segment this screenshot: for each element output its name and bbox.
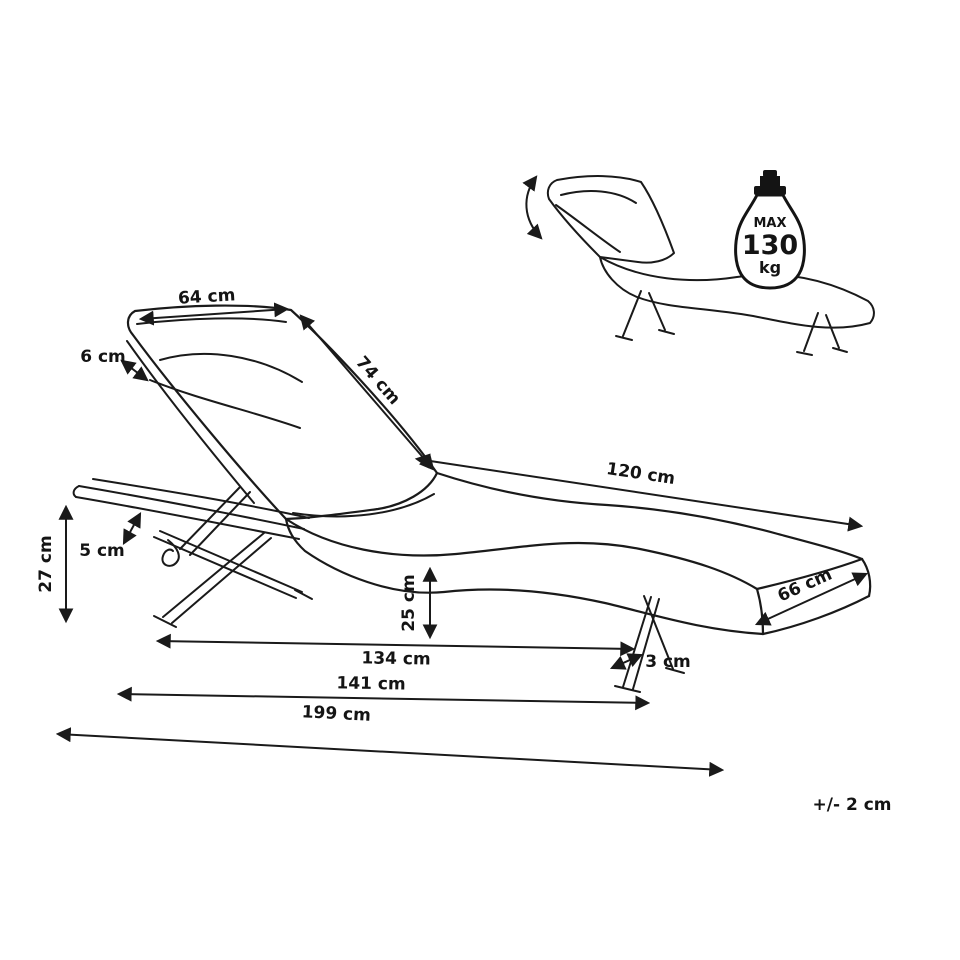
dim-arrow-foot-width (754, 572, 869, 626)
dim-label-inner-length: 134 cm (361, 648, 431, 669)
seat-near-edge (284, 517, 759, 591)
pillow-seam-upper (159, 352, 303, 383)
backrest-side-seam (126, 340, 255, 504)
dim-arrow-seat-length (414, 453, 864, 532)
dimension-annotations: 64 cm 6 cm 74 cm 120 cm 27 cm 5 cm 25 cm… (36, 285, 891, 815)
dim-label-mid-length: 141 cm (336, 673, 406, 694)
max-weight-label-max: MAX (753, 216, 786, 231)
inset-left-leg-a (622, 290, 642, 337)
backrest-support-strut-b (189, 491, 251, 556)
right-leg-back (643, 595, 674, 670)
dim-label-frame-height: 27 cm (36, 535, 56, 592)
backrest-thickness-seam (136, 317, 287, 325)
dim-label-seat-length: 120 cm (605, 459, 676, 489)
frame-rail-top (78, 485, 305, 530)
dim-label-leg-thickness: 3 cm (645, 652, 691, 672)
tolerance-note: +/- 2 cm (813, 795, 892, 815)
inset-backrest-outline (546, 175, 675, 264)
inset-right-leg-a (803, 312, 819, 352)
max-weight-label-unit: kg (759, 258, 781, 277)
weight-knob (763, 170, 777, 177)
right-leg-front-foot (614, 685, 641, 693)
frame-hook-curl (161, 539, 180, 567)
dim-label-backrest-width: 64 cm (177, 285, 235, 308)
max-weight-icon: MAX 130 kg (734, 170, 806, 290)
dim-label-foot-width: 66 cm (775, 564, 836, 606)
backrest-support-strut-a (179, 486, 241, 550)
dim-arrow-inner-length (155, 633, 636, 657)
backrest-outline (126, 304, 439, 521)
dim-arrow-backrest-thickness (120, 359, 149, 382)
lounger-inset-drawing (522, 175, 875, 356)
frame-rail-bottom (75, 496, 300, 540)
frame-rail-far (92, 478, 310, 519)
inset-right-foot-b (832, 347, 848, 353)
dim-label-frame-thickness: 5 cm (79, 541, 125, 561)
inset-right-foot-a (796, 351, 813, 356)
weight-flange (754, 186, 786, 195)
weight-body (734, 193, 806, 290)
seat-foot-near-edge (755, 587, 765, 636)
dim-arrow-total-length (55, 727, 725, 777)
seat-foot-far-edge (860, 557, 872, 598)
dim-arrow-frame-thickness (122, 512, 142, 545)
recline-arrow-icon (522, 175, 543, 240)
left-leg-back-foot (153, 615, 177, 628)
dim-label-total-length: 199 cm (301, 702, 371, 726)
dim-arrow-backrest-length (299, 314, 435, 471)
dim-label-backrest-thickness: 6 cm (80, 347, 126, 367)
left-leg-front-inner (153, 536, 297, 599)
left-leg-back (162, 532, 265, 618)
inset-seat-outline (599, 256, 875, 329)
inset-backrest-seam-2 (555, 204, 621, 253)
left-leg-back-inner (171, 537, 272, 624)
lounger-main-drawing (72, 304, 872, 693)
weight-neck (760, 176, 780, 187)
right-leg-front-inner (632, 598, 660, 690)
dim-arrow-backrest-width (138, 302, 290, 326)
frame-rail-endcap (72, 485, 80, 498)
inset-backrest-seam (560, 190, 637, 204)
inset-left-foot-b (658, 329, 675, 335)
left-leg-front-foot (294, 589, 313, 600)
dim-arrow-leg-thickness (609, 653, 644, 670)
dim-label-seat-height: 25 cm (399, 574, 419, 631)
inset-right-leg-b (825, 314, 840, 349)
right-leg-back-foot (665, 667, 685, 674)
pillow-seam-lower (149, 379, 301, 429)
seat-underside-edge (284, 517, 765, 636)
right-leg-front (622, 596, 652, 688)
inset-left-leg-b (648, 292, 666, 331)
max-weight-label-value: 130 (742, 230, 798, 261)
inset-left-foot-a (615, 335, 633, 341)
dim-arrow-mid-length (116, 686, 651, 711)
